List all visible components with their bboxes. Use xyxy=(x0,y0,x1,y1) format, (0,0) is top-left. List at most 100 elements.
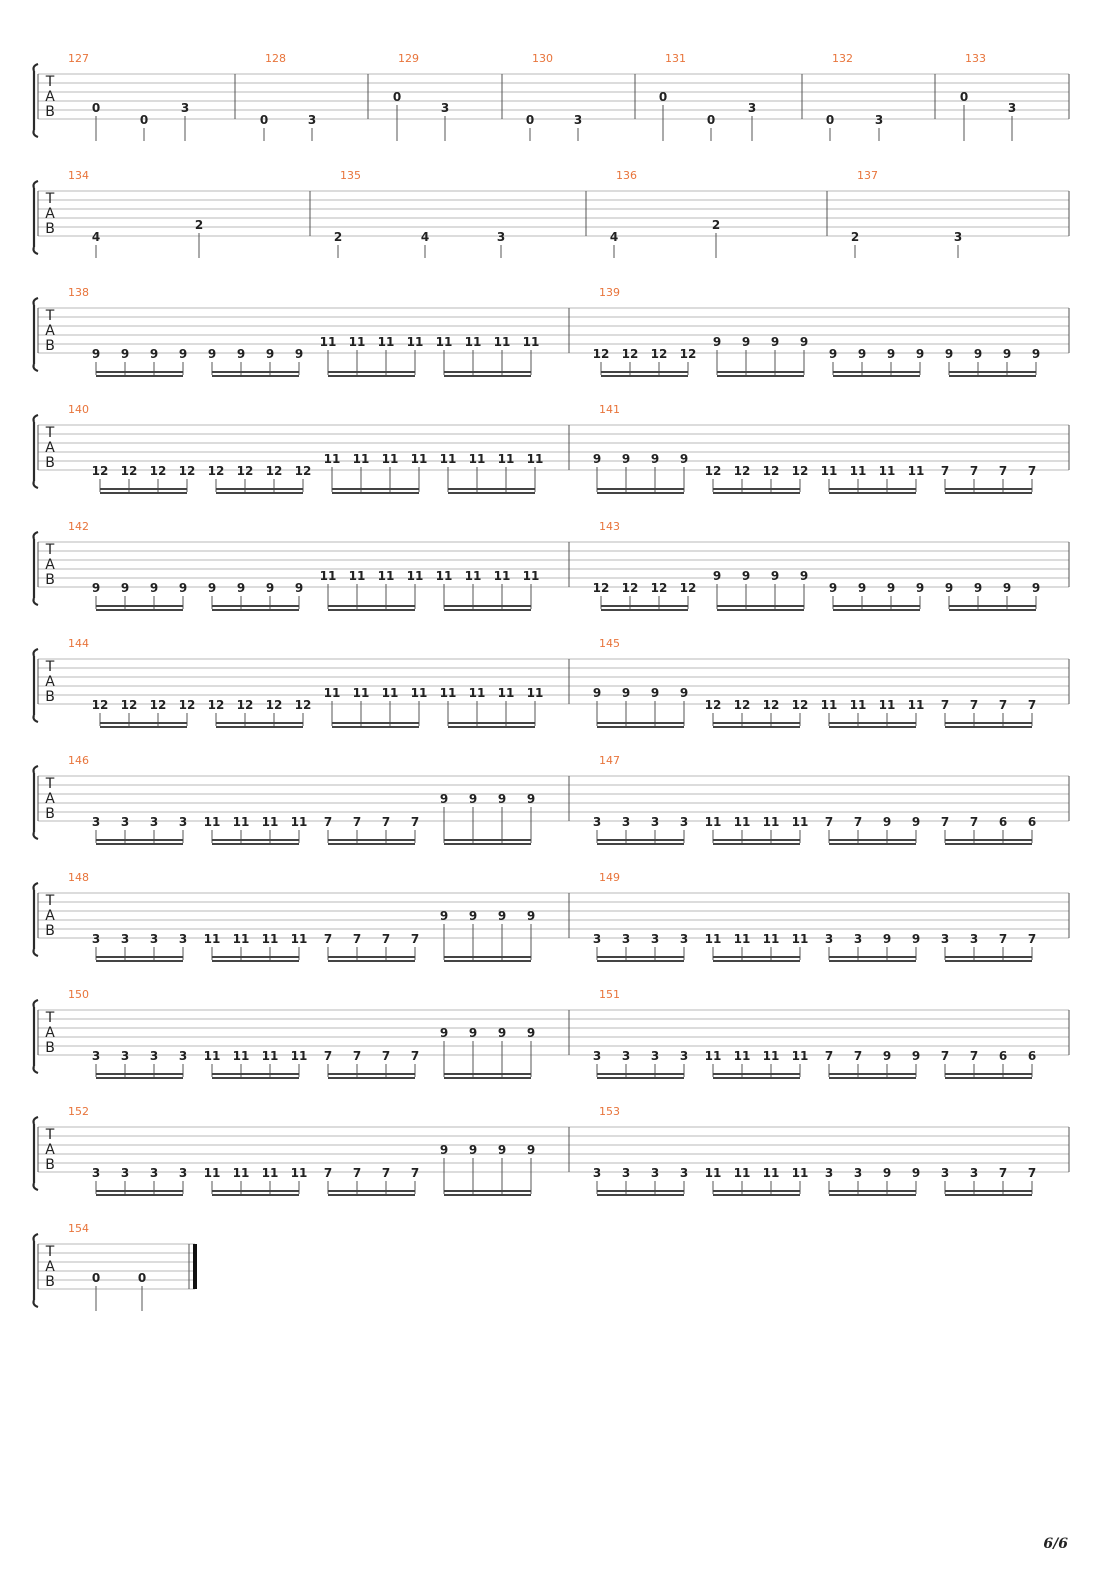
fret-number: 11 xyxy=(382,452,399,466)
fret-number: 9 xyxy=(622,686,630,700)
fret-number: 11 xyxy=(407,569,424,583)
fret-number: 7 xyxy=(353,1166,361,1180)
fret-number: 9 xyxy=(912,1049,920,1063)
fret-number: 4 xyxy=(421,230,429,244)
fret-number: 12 xyxy=(150,464,167,478)
tab-clef-letter: A xyxy=(45,908,55,924)
fret-number: 7 xyxy=(1028,932,1036,946)
measure-number: 137 xyxy=(857,169,878,182)
measure-number: 154 xyxy=(68,1222,89,1235)
fret-number: 3 xyxy=(179,1049,187,1063)
fret-number: 11 xyxy=(494,569,511,583)
fret-number: 7 xyxy=(970,698,978,712)
fret-number: 0 xyxy=(826,113,834,127)
fret-number: 9 xyxy=(469,1143,477,1157)
fret-number: 12 xyxy=(150,698,167,712)
fret-number: 7 xyxy=(411,815,419,829)
fret-number: 3 xyxy=(179,815,187,829)
fret-number: 11 xyxy=(320,569,337,583)
fret-number: 12 xyxy=(792,698,809,712)
tab-clef-letter: A xyxy=(45,1259,55,1275)
fret-number: 3 xyxy=(593,1049,601,1063)
fret-number: 11 xyxy=(908,698,925,712)
fret-number: 9 xyxy=(237,347,245,361)
system-bracket xyxy=(32,413,39,490)
fret-number: 9 xyxy=(771,335,779,349)
fret-number: 3 xyxy=(150,1166,158,1180)
fret-number: 9 xyxy=(498,909,506,923)
measure-number: 147 xyxy=(599,754,620,767)
fret-number: 7 xyxy=(1028,698,1036,712)
fret-number: 11 xyxy=(465,335,482,349)
fret-number: 9 xyxy=(916,581,924,595)
measure-number: 144 xyxy=(68,637,89,650)
measure-number: 131 xyxy=(665,52,686,65)
fret-number: 7 xyxy=(999,932,1007,946)
fret-number: 0 xyxy=(92,1271,100,1285)
fret-number: 11 xyxy=(498,452,515,466)
fret-number: 3 xyxy=(854,932,862,946)
tab-clef-letter: B xyxy=(45,689,55,705)
fret-number: 6 xyxy=(999,815,1007,829)
fret-number: 7 xyxy=(324,1049,332,1063)
fret-number: 11 xyxy=(527,452,544,466)
fret-number: 3 xyxy=(651,1166,659,1180)
tab-clef-letter: A xyxy=(45,674,55,690)
fret-number: 9 xyxy=(742,569,750,583)
tab-clef-letter: T xyxy=(45,1244,55,1260)
fret-number: 3 xyxy=(179,1166,187,1180)
system-bracket xyxy=(32,647,39,724)
fret-number: 7 xyxy=(411,1049,419,1063)
fret-number: 3 xyxy=(308,113,316,127)
measure-number: 140 xyxy=(68,403,89,416)
fret-number: 11 xyxy=(705,1049,722,1063)
fret-number: 11 xyxy=(469,686,486,700)
fret-number: 6 xyxy=(1028,815,1036,829)
fret-number: 7 xyxy=(353,1049,361,1063)
fret-number: 11 xyxy=(411,452,428,466)
system-bracket xyxy=(32,179,39,256)
fret-number: 11 xyxy=(440,452,457,466)
fret-number: 7 xyxy=(353,932,361,946)
fret-number: 7 xyxy=(382,932,390,946)
fret-number: 11 xyxy=(792,815,809,829)
fret-number: 3 xyxy=(970,932,978,946)
fret-number: 9 xyxy=(974,581,982,595)
fret-number: 12 xyxy=(792,464,809,478)
fret-number: 11 xyxy=(320,335,337,349)
fret-number: 7 xyxy=(941,464,949,478)
tab-clef-letter: A xyxy=(45,89,55,105)
fret-number: 3 xyxy=(680,1166,688,1180)
fret-number: 11 xyxy=(382,686,399,700)
fret-number: 11 xyxy=(204,1166,221,1180)
system-bracket xyxy=(32,62,39,139)
fret-number: 11 xyxy=(291,1049,308,1063)
page-number: 6/6 xyxy=(1043,1536,1068,1552)
fret-number: 9 xyxy=(829,347,837,361)
fret-number: 9 xyxy=(469,1026,477,1040)
tab-clef-letter: A xyxy=(45,1142,55,1158)
tab-clef-letter: A xyxy=(45,440,55,456)
fret-number: 3 xyxy=(441,101,449,115)
fret-number: 12 xyxy=(92,698,109,712)
fret-number: 7 xyxy=(1028,464,1036,478)
fret-number: 11 xyxy=(494,335,511,349)
fret-number: 9 xyxy=(527,792,535,806)
fret-number: 9 xyxy=(742,335,750,349)
fret-number: 7 xyxy=(941,815,949,829)
fret-number: 11 xyxy=(204,1049,221,1063)
tab-clef-letter: T xyxy=(45,1010,55,1026)
fret-number: 12 xyxy=(593,581,610,595)
fret-number: 9 xyxy=(858,347,866,361)
fret-number: 11 xyxy=(349,335,366,349)
fret-number: 3 xyxy=(954,230,962,244)
measure-number: 152 xyxy=(68,1105,89,1118)
fret-number: 11 xyxy=(233,1049,250,1063)
fret-number: 9 xyxy=(887,581,895,595)
fret-number: 11 xyxy=(469,452,486,466)
fret-number: 11 xyxy=(763,815,780,829)
fret-number: 11 xyxy=(262,815,279,829)
fret-number: 12 xyxy=(208,698,225,712)
